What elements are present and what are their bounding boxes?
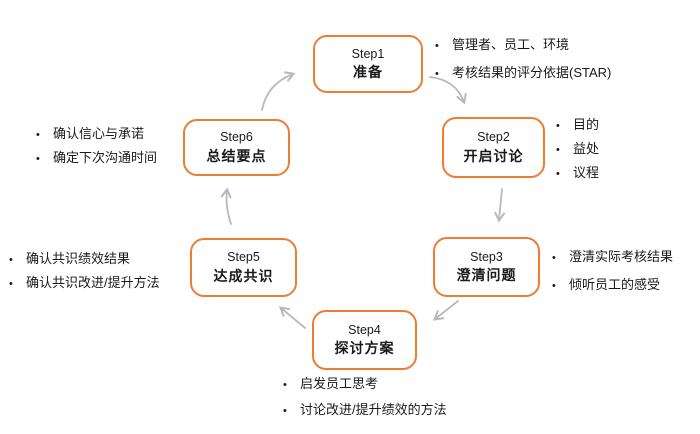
note-text: 确认信心与承诺 bbox=[53, 126, 145, 141]
note-text: 管理者、员工、环境 bbox=[452, 37, 570, 52]
bullet-icon: • bbox=[435, 40, 439, 52]
note-text: 考核结果的评分依据(STAR) bbox=[452, 65, 612, 80]
bullet-icon: • bbox=[283, 379, 287, 391]
note-text: 确认共识绩效结果 bbox=[26, 251, 131, 266]
list-item: • 目的 bbox=[556, 116, 599, 135]
bullet-icon: • bbox=[283, 405, 287, 417]
list-item: • 启发员工思考 bbox=[283, 375, 447, 394]
step4-notes: • 启发员工思考 • 讨论改进/提升绩效的方法 bbox=[283, 375, 447, 420]
list-item: • 澄清实际考核结果 bbox=[552, 248, 673, 267]
note-text: 讨论改进/提升绩效的方法 bbox=[300, 402, 447, 417]
note-text: 益处 bbox=[573, 141, 600, 156]
list-item: • 确认共识改进/提升方法 bbox=[9, 274, 160, 293]
step5-box: Step5 达成共识 bbox=[190, 238, 297, 297]
note-text: 确定下次沟通时间 bbox=[53, 150, 158, 165]
list-item: • 议程 bbox=[556, 164, 599, 183]
step4-label: Step4 bbox=[348, 322, 381, 337]
step6-box: Step6 总结要点 bbox=[183, 119, 290, 176]
step5-title: 达成共识 bbox=[213, 267, 274, 284]
bullet-icon: • bbox=[552, 252, 556, 264]
step2-title: 开启讨论 bbox=[463, 147, 524, 164]
step3-box: Step3 澄清问题 bbox=[433, 237, 540, 297]
list-item: • 讨论改进/提升绩效的方法 bbox=[283, 401, 447, 420]
step4-title: 探讨方案 bbox=[334, 340, 395, 357]
list-item: • 确定下次沟通时间 bbox=[36, 149, 157, 168]
note-text: 确认共识改进/提升方法 bbox=[26, 275, 160, 290]
step3-title: 澄清问题 bbox=[456, 267, 517, 284]
list-item: • 管理者、员工、环境 bbox=[435, 36, 611, 55]
note-text: 目的 bbox=[573, 117, 600, 132]
step6-label: Step6 bbox=[220, 130, 253, 145]
bullet-icon: • bbox=[36, 153, 40, 165]
step5-notes: • 确认共识绩效结果 • 确认共识改进/提升方法 bbox=[9, 250, 160, 293]
bullet-icon: • bbox=[556, 120, 560, 132]
note-text: 议程 bbox=[573, 165, 600, 180]
arrow-step3-to-step4-icon bbox=[432, 300, 459, 321]
step2-notes: • 目的 • 益处 • 议程 bbox=[556, 116, 599, 183]
arrow-step4-to-step5-icon bbox=[278, 306, 306, 329]
step1-title: 准备 bbox=[353, 64, 383, 81]
step5-label: Step5 bbox=[227, 250, 260, 265]
step3-label: Step3 bbox=[470, 249, 503, 264]
note-text: 澄清实际考核结果 bbox=[569, 249, 674, 264]
bullet-icon: • bbox=[556, 144, 560, 156]
step4-box: Step4 探讨方案 bbox=[312, 310, 417, 370]
step6-title: 总结要点 bbox=[206, 147, 267, 164]
step1-box: Step1 准备 bbox=[313, 35, 423, 93]
arrow-step2-to-step3-icon bbox=[494, 188, 506, 223]
bullet-icon: • bbox=[556, 168, 560, 180]
list-item: • 考核结果的评分依据(STAR) bbox=[435, 64, 611, 83]
bullet-icon: • bbox=[435, 68, 439, 80]
step2-label: Step2 bbox=[477, 130, 510, 145]
bullet-icon: • bbox=[9, 254, 13, 266]
note-text: 启发员工思考 bbox=[300, 376, 379, 391]
step2-box: Step2 开启讨论 bbox=[442, 117, 545, 178]
step1-notes: • 管理者、员工、环境 • 考核结果的评分依据(STAR) bbox=[435, 36, 611, 83]
note-text: 倾听员工的感受 bbox=[569, 277, 661, 292]
list-item: • 确认共识绩效结果 bbox=[9, 250, 160, 269]
list-item: • 益处 bbox=[556, 140, 599, 159]
bullet-icon: • bbox=[36, 129, 40, 141]
list-item: • 确认信心与承诺 bbox=[36, 125, 157, 144]
arrow-step5-to-step6-icon bbox=[220, 187, 232, 225]
arrow-step6-to-step1-icon bbox=[261, 71, 296, 111]
step1-label: Step1 bbox=[351, 46, 385, 61]
step6-notes: • 确认信心与承诺 • 确定下次沟通时间 bbox=[36, 125, 157, 168]
bullet-icon: • bbox=[552, 280, 556, 292]
list-item: • 倾听员工的感受 bbox=[552, 276, 673, 295]
bullet-icon: • bbox=[9, 278, 13, 290]
step3-notes: • 澄清实际考核结果 • 倾听员工的感受 bbox=[552, 248, 673, 295]
